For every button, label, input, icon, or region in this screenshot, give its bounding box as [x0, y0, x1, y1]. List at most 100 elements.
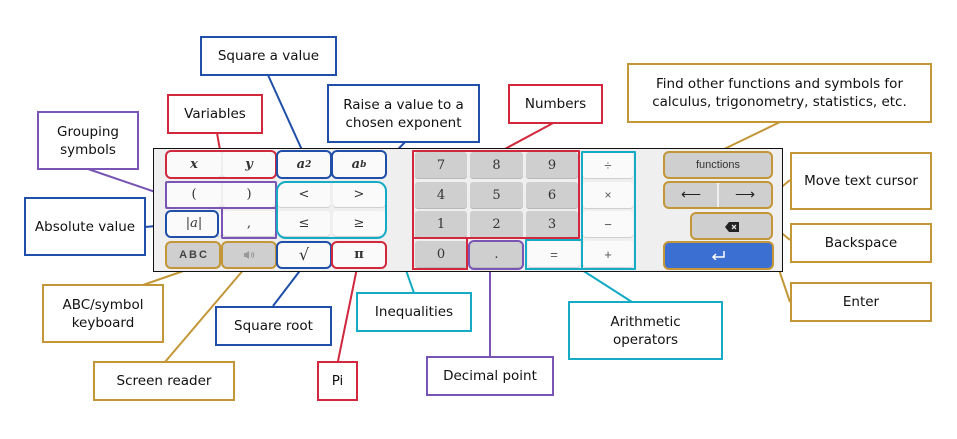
key-cursor-left[interactable]: ⟵ — [665, 182, 717, 207]
key-less-equal[interactable]: ≤ — [278, 211, 330, 236]
key-y[interactable]: y — [223, 152, 275, 177]
key-5[interactable]: 5 — [470, 182, 523, 208]
key-x[interactable]: x — [167, 152, 221, 177]
key-9[interactable]: 9 — [526, 152, 578, 178]
key-3[interactable]: 3 — [526, 211, 578, 237]
key-close-paren-label: ) — [246, 187, 252, 202]
callout-arithmetic-text: Arithmetic operators — [610, 313, 681, 348]
key-plus[interactable]: + — [583, 241, 633, 267]
key-decimal[interactable]: . — [470, 241, 523, 267]
line-square-root — [272, 267, 303, 307]
callout-pi: Pi — [317, 361, 358, 401]
key-greater-equal[interactable]: ≥ — [333, 211, 385, 236]
key-open-paren[interactable]: ( — [167, 182, 221, 207]
key-backspace[interactable] — [692, 214, 771, 239]
key-4[interactable]: 4 — [415, 182, 467, 208]
key-square-root[interactable]: √ — [278, 242, 330, 267]
callout-decimal: Decimal point — [426, 356, 554, 396]
right-arrow-icon: ⟶ — [734, 186, 756, 202]
callout-functions-text: Find other functions and symbols for cal… — [652, 76, 907, 110]
key-absolute-value[interactable]: |a| — [167, 211, 221, 236]
key-equals[interactable]: = — [528, 241, 580, 267]
callout-pi-text: Pi — [331, 373, 344, 389]
key-functions[interactable]: functions — [665, 153, 771, 177]
line-pi — [337, 267, 358, 362]
key-decimal-label: . — [494, 246, 499, 262]
key-x-label: x — [190, 157, 198, 172]
key-1[interactable]: 1 — [415, 211, 467, 237]
callout-screen-reader-text: Screen reader — [116, 373, 212, 389]
key-minus-label: − — [604, 216, 612, 232]
key-0[interactable]: 0 — [415, 241, 467, 267]
key-a-squared-base: a — [296, 157, 306, 172]
key-less-than-label: < — [298, 187, 310, 202]
key-3-label: 3 — [547, 216, 557, 232]
callout-numbers: Numbers — [508, 84, 603, 124]
callout-backspace: Backspace — [790, 223, 932, 263]
key-equals-label: = — [550, 246, 558, 262]
callout-move-cursor: Move text cursor — [790, 152, 932, 210]
callout-square-value: Square a value — [200, 36, 337, 76]
key-2[interactable]: 2 — [470, 211, 523, 237]
key-abc-toggle[interactable]: ABC — [167, 242, 221, 267]
left-arrow-icon: ⟵ — [680, 186, 702, 202]
callout-functions: Find other functions and symbols for cal… — [627, 63, 932, 123]
callout-grouping-text: Grouping symbols — [57, 123, 119, 158]
callout-numbers-text: Numbers — [524, 96, 587, 112]
key-a-squared-exp: 2 — [305, 159, 312, 170]
callout-arithmetic: Arithmetic operators — [568, 301, 723, 360]
callout-inequalities: Inequalities — [356, 292, 472, 332]
key-minus[interactable]: − — [583, 211, 633, 237]
callout-backspace-text: Backspace — [824, 235, 898, 251]
callout-exponent-text: Raise a value to a chosen exponent — [343, 96, 464, 131]
key-greater-than-label: > — [353, 187, 365, 202]
key-plus-label: + — [604, 246, 612, 262]
key-close-paren[interactable]: ) — [223, 182, 275, 207]
callout-enter-text: Enter — [842, 294, 880, 310]
key-4-label: 4 — [436, 187, 446, 203]
callout-variables-text: Variables — [184, 106, 246, 122]
key-1-label: 1 — [436, 216, 446, 232]
key-absolute-value-label: |a| — [185, 216, 203, 231]
key-enter[interactable] — [665, 242, 772, 268]
key-6-label: 6 — [547, 187, 557, 203]
line-arithmetic — [581, 269, 633, 303]
callout-move-cursor-text: Move text cursor — [804, 173, 918, 189]
callout-abc-keyboard: ABC/symbol keyboard — [42, 284, 164, 343]
key-divide[interactable]: ÷ — [583, 152, 633, 178]
line-numbers — [502, 121, 556, 151]
key-pi[interactable]: π — [333, 242, 385, 267]
key-functions-label: functions — [695, 159, 741, 171]
backspace-icon — [724, 221, 739, 232]
callout-grouping: Grouping symbols — [37, 111, 139, 170]
callout-square-root-text: Square root — [234, 318, 313, 334]
key-divide-label: ÷ — [604, 157, 612, 173]
key-multiply[interactable]: × — [583, 182, 633, 208]
key-8-label: 8 — [492, 157, 501, 173]
key-a-power-base: a — [351, 157, 361, 172]
key-greater-equal-label: ≥ — [353, 216, 365, 231]
key-8[interactable]: 8 — [470, 152, 523, 178]
key-screen-reader[interactable] — [223, 242, 275, 267]
callout-enter: Enter — [790, 282, 932, 322]
key-less-equal-label: ≤ — [298, 216, 310, 231]
key-2-label: 2 — [492, 216, 501, 232]
callout-abc-keyboard-text: ABC/symbol keyboard — [62, 296, 144, 331]
key-a-power-exp: b — [360, 159, 367, 170]
key-open-paren-label: ( — [191, 187, 197, 202]
speaker-icon — [244, 250, 255, 259]
key-7[interactable]: 7 — [415, 152, 467, 178]
enter-icon — [711, 251, 725, 260]
key-multiply-label: × — [604, 188, 612, 202]
callout-screen-reader: Screen reader — [93, 361, 235, 401]
key-less-than[interactable]: < — [278, 182, 330, 207]
key-abc-label: ABC — [179, 248, 209, 261]
key-cursor-right[interactable]: ⟶ — [719, 182, 771, 207]
callout-absolute-text: Absolute value — [34, 218, 136, 235]
callout-square-root: Square root — [215, 306, 332, 346]
key-comma[interactable]: , — [223, 211, 275, 236]
key-6[interactable]: 6 — [526, 182, 578, 208]
key-greater-than[interactable]: > — [333, 182, 385, 207]
